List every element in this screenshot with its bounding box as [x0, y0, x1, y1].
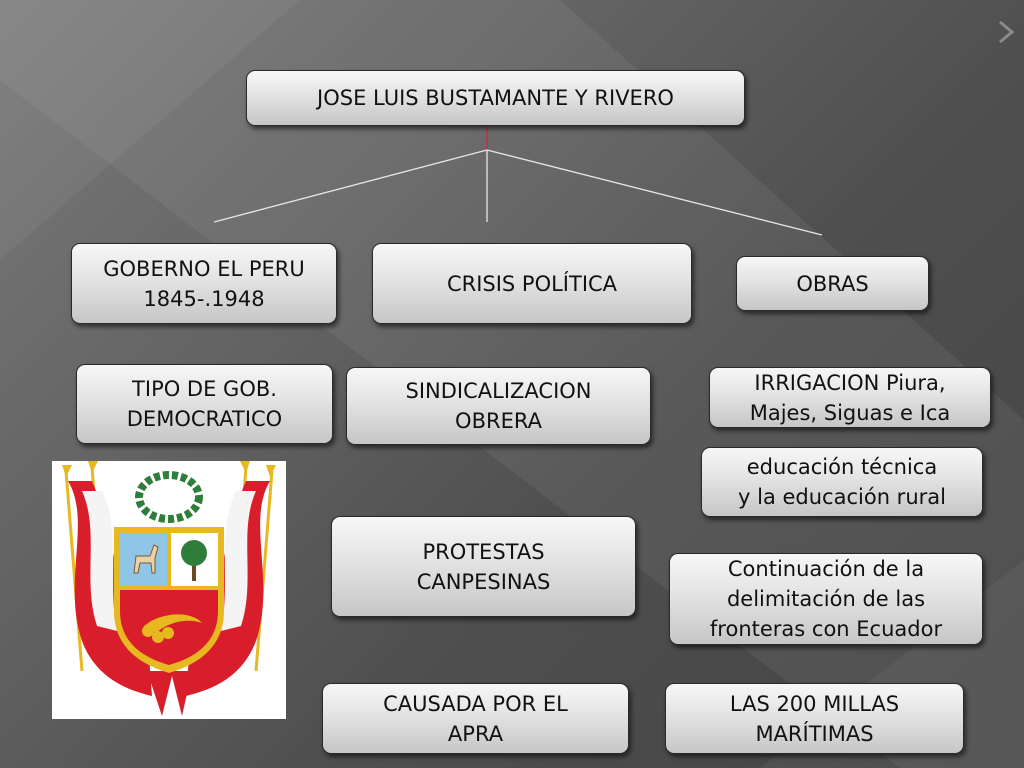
branch-works-line-1: OBRAS [796, 271, 869, 296]
connector-right [486, 149, 823, 236]
branch-works-box: OBRAS [736, 256, 929, 311]
irrigation-line-1: IRRIGACION Piura, [754, 370, 946, 395]
border-delimitation-line-3: fronteras con Ecuador [709, 617, 943, 641]
education-line-1: educación técnica [746, 455, 938, 479]
maritime-miles-line-2: MARÍTIMAS [755, 721, 874, 746]
unionization-line-2: OBRERA [455, 409, 542, 433]
irrigation-line-2: Majes, Siguas e Ica [749, 400, 951, 425]
caused-by-apra-line-2: APRA [447, 721, 504, 746]
peru-coat-of-arms-icon [52, 461, 286, 719]
education-line-2: y la educación rural [738, 485, 946, 509]
branch-crisis-line-1: CRISIS POLÍTICA [446, 271, 618, 296]
border-delimitation-line-1: Continuación de la [727, 557, 925, 581]
maritime-miles-box: LAS 200 MILLAS MARÍTIMAS [665, 683, 964, 754]
connector-left [213, 149, 488, 223]
education-box: educación técnica y la educación rural [701, 447, 983, 517]
peasant-protests-line-1: PROTESTAS [422, 539, 545, 564]
unionization-box: SINDICALIZACION OBRERA [346, 367, 651, 445]
government-type-box: TIPO DE GOB. DEMOCRATICO [76, 364, 333, 444]
title-text: JOSE LUIS BUSTAMANTE Y RIVERO [317, 86, 674, 110]
border-delimitation-line-2: delimitación de las [726, 587, 926, 611]
branch-government-box: GOBERNO EL PERU 1845-.1948 [71, 243, 337, 324]
title-box: JOSE LUIS BUSTAMANTE Y RIVERO [246, 70, 745, 126]
peasant-protests-box: PROTESTAS CANPESINAS [331, 516, 636, 617]
irrigation-box: IRRIGACION Piura, Majes, Siguas e Ica [709, 367, 991, 428]
peasant-protests-line-2: CANPESINAS [416, 569, 551, 594]
unionization-line-1: SINDICALIZACION [405, 379, 592, 403]
caused-by-apra-line-1: CAUSADA POR EL [383, 691, 568, 716]
government-type-line-1: TIPO DE GOB. [132, 377, 277, 401]
caused-by-apra-box: CAUSADA POR EL APRA [322, 683, 629, 754]
branch-government-line-1: GOBERNO EL PERU [103, 256, 305, 281]
government-type-line-2: DEMOCRATICO [126, 407, 283, 431]
branch-government-line-2: 1845-.1948 [143, 286, 265, 311]
border-delimitation-box: Continuación de la delimitación de las f… [669, 553, 983, 645]
branch-crisis-box: CRISIS POLÍTICA [372, 243, 692, 324]
maritime-miles-line-1: LAS 200 MILLAS [729, 691, 900, 716]
